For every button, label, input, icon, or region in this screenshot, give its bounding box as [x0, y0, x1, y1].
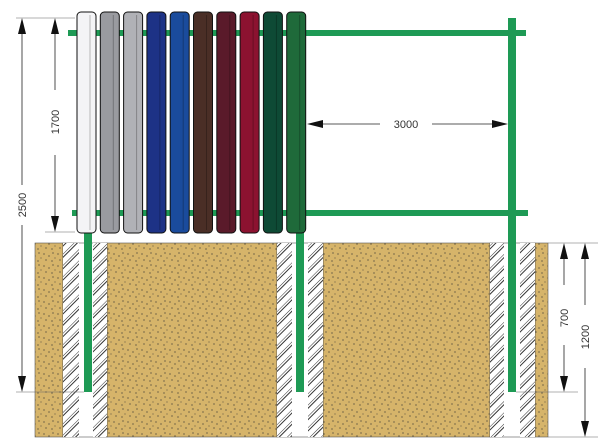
- picket-10: [286, 11, 307, 234]
- arrow-left-icon: [307, 120, 323, 128]
- arrow-up-icon: [51, 18, 59, 34]
- picket-6: [193, 11, 213, 234]
- picket-7: [216, 11, 237, 234]
- dimension-fence-height: 1700: [45, 18, 75, 233]
- soil-middle-right: [322, 242, 491, 438]
- arrow-up-icon: [18, 18, 26, 34]
- dimension-label-3000: 3000: [394, 119, 418, 131]
- soil-middle-left: [106, 242, 278, 438]
- ground: [34, 242, 549, 438]
- arrow-down-icon: [581, 421, 589, 437]
- arrow-down-icon: [560, 376, 568, 392]
- dimension-label-2500: 2500: [17, 193, 29, 217]
- picket-4: [146, 11, 167, 234]
- dimension-hole-depth: 1200: [580, 243, 592, 437]
- picket-2: [99, 11, 120, 234]
- post-right: [508, 18, 516, 392]
- arrow-up-icon: [560, 243, 568, 259]
- dimension-label-700: 700: [559, 309, 571, 327]
- arrow-up-icon: [581, 243, 589, 259]
- dimension-label-1700: 1700: [50, 110, 62, 134]
- post-middle: [296, 232, 304, 392]
- pickets: [76, 11, 307, 234]
- dimension-label-1200: 1200: [580, 325, 592, 349]
- picket-3: [123, 11, 144, 234]
- post-hole-middle-hatch-left: [277, 243, 292, 437]
- arrow-down-icon: [51, 216, 59, 232]
- post-hole-right-hatch-left: [490, 243, 504, 437]
- post-left: [84, 232, 92, 392]
- picket-9: [262, 11, 283, 234]
- picket-8: [239, 11, 260, 234]
- post-hole-left-hatch-left: [63, 243, 79, 437]
- post-hole-right-hatch-right: [520, 243, 535, 437]
- arrow-down-icon: [18, 376, 26, 392]
- dimension-post-depth: 700: [516, 242, 598, 438]
- soil-right: [534, 242, 549, 438]
- dimension-post-spacing: 3000: [307, 119, 508, 131]
- dimension-total-height: 2500: [16, 17, 84, 393]
- arrow-right-icon: [492, 120, 508, 128]
- post-hole-middle-hatch-right: [308, 243, 323, 437]
- post-hole-left-hatch-right: [93, 243, 107, 437]
- picket-1: [76, 11, 97, 234]
- soil-left: [34, 242, 64, 438]
- picket-5: [169, 11, 190, 234]
